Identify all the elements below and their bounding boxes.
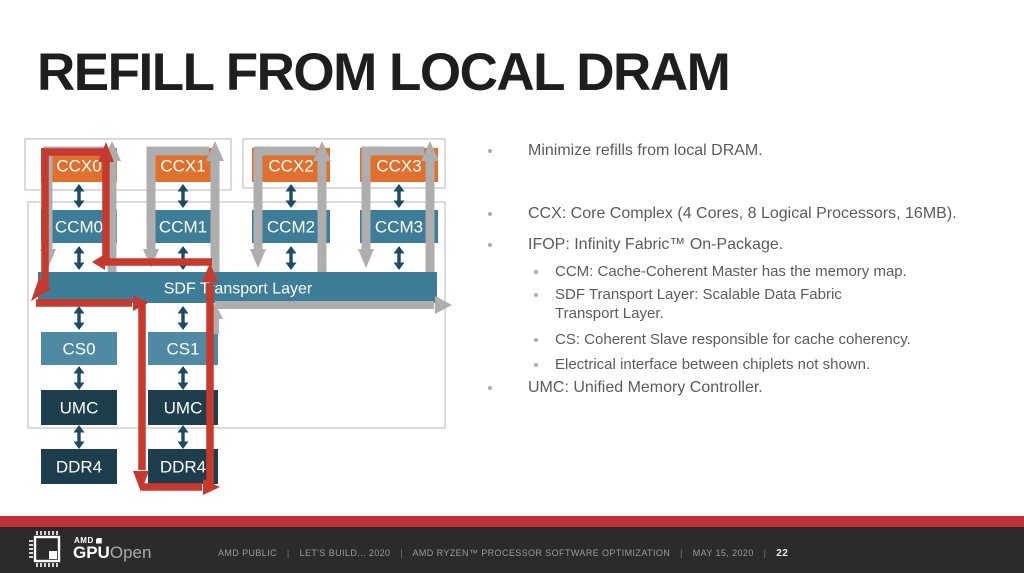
bullet-list: Minimize refills from local DRAM. CCX: C… — [482, 141, 1024, 398]
amd-logo-text: AMD — [74, 536, 94, 545]
list-item: CCX: Core Complex (4 Cores, 8 Logical Pr… — [482, 204, 1024, 224]
list-item: CCM: Cache-Coherent Master has the memor… — [482, 262, 1024, 281]
arrow-ccx0-ccm0 — [71, 182, 87, 210]
bullet-text: CS: Coherent Slave responsible for cache… — [555, 331, 911, 348]
sdf-transport-layer-label: SDF Transport Layer — [164, 281, 313, 298]
cs0-label: CS0 — [62, 340, 95, 359]
umc0-box — [41, 390, 117, 425]
ccx-group-right-outline — [242, 138, 446, 189]
footer-date: MAY 15, 2020 — [692, 548, 754, 558]
cs0-box — [41, 332, 117, 365]
arrow-umc1-ddr4 — [175, 423, 191, 451]
bullet-dot — [534, 293, 538, 297]
list-item: UMC: Unified Memory Controller. — [482, 378, 1024, 398]
footer-red-bar — [0, 516, 1024, 527]
ifop-die-outline — [27, 201, 446, 429]
footer-separator: | — [400, 548, 404, 558]
bullet-text: IFOP: Infinity Fabric™ On-Package. — [528, 236, 784, 253]
ccm2-label: CCM2 — [267, 218, 315, 237]
page-number: 22 — [776, 548, 789, 559]
ccm0-label: CCM0 — [55, 218, 103, 237]
footer-presentation-title: AMD RYZEN™ PROCESSOR SOFTWARE OPTIMIZATI… — [412, 548, 671, 558]
sdf-transport-layer-box — [38, 272, 437, 303]
bullet-text: CCX: Core Complex (4 Cores, 8 Logical Pr… — [528, 205, 957, 222]
ccm3-label: CCM3 — [375, 218, 423, 237]
bullet-dot — [534, 363, 538, 367]
cs1-label: CS1 — [166, 340, 199, 359]
gpuopen-logo-text: GPUOpen — [73, 543, 151, 563]
ccm1-box — [148, 210, 218, 243]
ddr4-0-box — [41, 449, 117, 484]
ccx1-label: CCX1 — [160, 157, 205, 176]
gpuopen-open-text: Open — [109, 543, 152, 562]
footer-separator: | — [680, 548, 683, 558]
ccx3-label: CCX3 — [376, 157, 421, 176]
bullet-text: SDF Transport Layer: Scalable Data Fabri… — [555, 286, 842, 322]
ddr4-0-label: DDR4 — [56, 458, 102, 477]
bullet-text: Minimize refills from local DRAM. — [528, 142, 763, 159]
arrow-ccm1-sdf — [175, 244, 191, 272]
list-item: Electrical interface between chiplets no… — [482, 355, 1024, 374]
bullet-text: UMC: Unified Memory Controller. — [528, 379, 763, 396]
arrow-sdf-cs0 — [71, 304, 87, 332]
footer-separator: | — [286, 548, 290, 558]
gpuopen-gpu-text: GPU — [73, 543, 110, 562]
bullet-dot — [488, 243, 492, 247]
bullet-dot — [488, 212, 492, 216]
arrow-cs0-umc0 — [71, 364, 87, 392]
arrow-ccm2-sdf — [283, 244, 299, 272]
arrow-ccm3-sdf — [391, 244, 407, 272]
page-title: REFILL FROM LOCAL DRAM — [37, 43, 731, 102]
arrow-ccx1-ccm1 — [175, 182, 191, 210]
bullet-dot — [534, 338, 538, 342]
gpuopen-chip-icon — [29, 531, 61, 567]
ccx0-label: CCX0 — [56, 157, 101, 176]
arrow-umc0-ddr4 — [71, 423, 87, 451]
arrow-ccm0-sdf — [71, 244, 87, 272]
umc0-label: UMC — [60, 399, 99, 418]
bullet-dot — [488, 149, 492, 153]
list-item: Minimize refills from local DRAM. — [482, 141, 1024, 161]
footer-classification: AMD PUBLIC — [218, 548, 278, 558]
ccx-group-left-outline — [24, 138, 232, 191]
red-refill-path — [31, 142, 220, 495]
bullet-text: Electrical interface between chiplets no… — [555, 356, 871, 373]
list-item: CS: Coherent Slave responsible for cache… — [482, 330, 1024, 349]
arrow-sdf-cs1 — [175, 304, 191, 332]
ccm1-label: CCM1 — [159, 218, 207, 237]
footer-bar: AMD GPUOpen AMD PUBLIC | LET'S BUILD... … — [0, 527, 1024, 573]
ccm3-box — [360, 210, 438, 243]
footer-text: AMD PUBLIC | LET'S BUILD... 2020 | AMD R… — [218, 548, 788, 559]
gray-sdf-right-arrow — [215, 296, 452, 314]
amd-logo: AMD — [74, 536, 102, 545]
list-item: IFOP: Infinity Fabric™ On-Package. — [482, 235, 1024, 255]
footer-separator: | — [763, 548, 767, 558]
bullet-dot — [488, 386, 492, 390]
ccm2-box — [252, 210, 330, 243]
bullet-dot — [534, 270, 538, 274]
arrow-cs1-umc1 — [175, 364, 191, 392]
amd-arrow-mark-icon — [95, 537, 102, 544]
list-item: SDF Transport Layer: Scalable Data Fabri… — [482, 285, 1024, 323]
bullet-text: CCM: Cache-Coherent Master has the memor… — [555, 263, 907, 280]
umc1-label: UMC — [164, 399, 203, 418]
ddr4-1-label: DDR4 — [160, 458, 206, 477]
ccx2-label: CCX2 — [268, 157, 313, 176]
footer-event: LET'S BUILD... 2020 — [299, 548, 391, 558]
